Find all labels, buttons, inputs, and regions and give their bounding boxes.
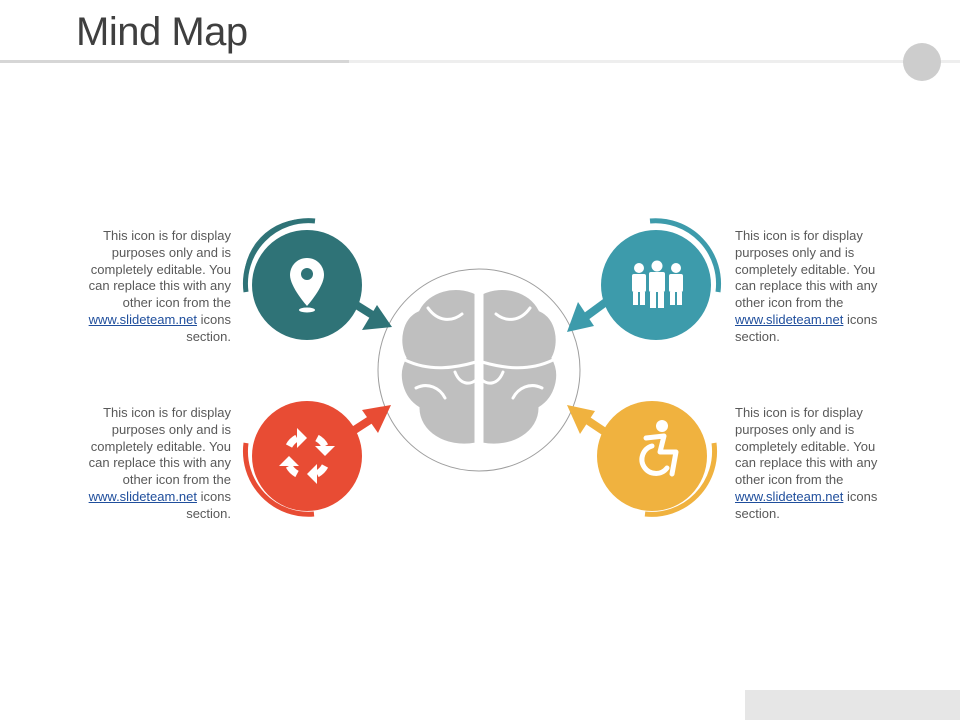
node-swoosh	[242, 442, 315, 517]
caption-text: icons section.	[735, 488, 878, 521]
slideteam-link[interactable]: www.slideteam.net	[735, 311, 844, 327]
node-top-left	[242, 218, 362, 340]
node-circle	[597, 401, 707, 511]
node-swoosh	[644, 442, 718, 517]
accessibility-icon	[639, 420, 679, 477]
people-group-icon	[632, 260, 683, 308]
caption-bottom-right: This icon is for display purposes only a…	[735, 405, 895, 523]
node-top-right	[601, 218, 722, 340]
corner-dot	[903, 43, 941, 81]
page-title: Mind Map	[76, 10, 248, 54]
caption-text: This icon is for display purposes only a…	[735, 405, 878, 488]
caption-text: icons section.	[186, 488, 231, 521]
node-circle	[252, 401, 362, 511]
caption-bottom-left: This icon is for display purposes only a…	[71, 405, 231, 523]
caption-text: icons section.	[186, 311, 231, 344]
caption-text: This icon is for display purposes only a…	[88, 228, 231, 311]
title-underline	[0, 60, 349, 63]
caption-text: icons section.	[735, 311, 878, 344]
slideteam-link[interactable]: www.slideteam.net	[735, 488, 844, 504]
footer-bar	[745, 690, 960, 720]
node-swoosh	[242, 218, 316, 293]
brain-ring	[377, 268, 581, 472]
node-bottom-left	[242, 401, 362, 517]
slideteam-link[interactable]: www.slideteam.net	[88, 311, 198, 327]
location-pin-icon	[290, 258, 324, 313]
brain-folds	[403, 306, 555, 400]
node-bottom-right	[597, 401, 718, 517]
caption-text: This icon is for display purposes only a…	[735, 228, 878, 311]
brain-node	[377, 268, 581, 472]
caption-text: This icon is for display purposes only a…	[88, 405, 231, 488]
caption-top-left: This icon is for display purposes only a…	[71, 228, 231, 346]
title-rule	[349, 60, 960, 63]
refresh-arrows-icon	[285, 434, 329, 478]
caption-top-right: This icon is for display purposes only a…	[735, 228, 895, 346]
slideteam-link[interactable]: www.slideteam.net	[88, 488, 198, 504]
refresh-arrowheads	[279, 428, 335, 484]
node-swoosh	[649, 218, 722, 293]
